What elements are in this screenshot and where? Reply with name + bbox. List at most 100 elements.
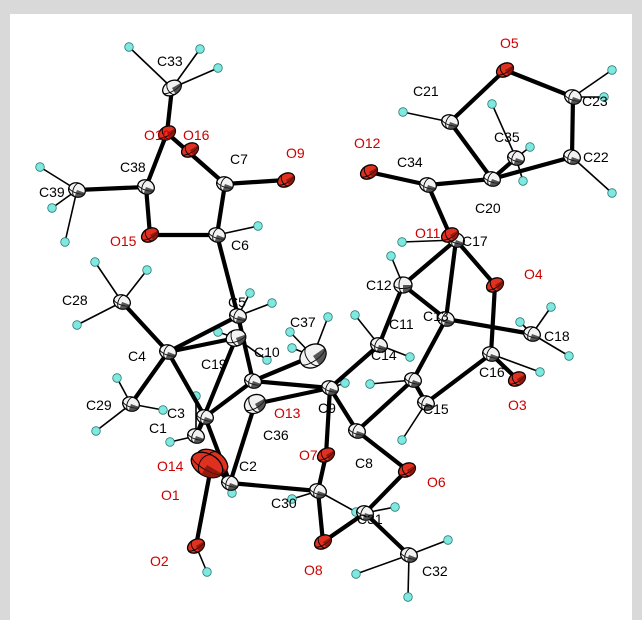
atom-label-o12: O12 (354, 135, 381, 151)
atom-c37 (299, 343, 327, 369)
hydrogen-atom (195, 44, 205, 54)
hydrogen-atom (287, 494, 297, 504)
bond-C6-C5 (214, 232, 241, 319)
atom-c34 (419, 177, 437, 193)
atom-label-c39: C39 (39, 184, 65, 200)
atom-label-c7: C7 (230, 151, 248, 167)
bond-O5-C23 (502, 67, 576, 100)
bond-C15-C16 (423, 351, 494, 406)
atom-octant (143, 187, 154, 195)
atom-octant (569, 157, 580, 165)
bond-O11-C34 (425, 182, 453, 238)
atom-label-c34: C34 (397, 154, 423, 170)
atom-octant (201, 465, 222, 478)
atom-o5 (495, 62, 515, 78)
atom-octant (235, 316, 246, 324)
atom-label-c6: C6 (231, 237, 249, 253)
atom-label-c28: C28 (62, 292, 88, 308)
atom-label-o10: O10 (144, 127, 171, 143)
atom-o6 (397, 462, 417, 478)
bond-C13-C18 (443, 316, 535, 337)
atom-c39 (68, 182, 86, 198)
atom-label-o14: O14 (157, 458, 184, 474)
hydrogen-atom (365, 379, 375, 389)
bond-C4-C29 (128, 349, 171, 407)
atom-octant (202, 417, 213, 425)
atom-c36 (243, 393, 267, 415)
atom-label-c23: C23 (582, 93, 608, 109)
hydrogen-atom (535, 367, 545, 377)
atom-label-c32: C32 (422, 563, 448, 579)
atom-o12 (359, 164, 379, 180)
h-bond-C39 (64, 189, 78, 243)
atom-octant (425, 185, 436, 193)
atom-label-c11: C11 (389, 316, 414, 332)
hydrogen-atom (158, 405, 168, 415)
atom-c14 (404, 372, 422, 388)
atom-c2 (221, 475, 239, 491)
hydrogen-atom (351, 569, 361, 579)
bond-C20-C22 (489, 154, 575, 182)
atom-label-o15: O15 (110, 233, 137, 249)
atom-label-c19: C19 (201, 356, 227, 372)
atom-octant (313, 347, 327, 366)
atom-label-c31: C31 (357, 511, 383, 527)
bond-C31-C32 (362, 510, 412, 558)
atom-label-c22: C22 (583, 149, 609, 165)
bond-C7-O9 (222, 177, 289, 187)
atom-c15 (417, 395, 435, 411)
atom-octant (250, 381, 261, 389)
hydrogen-atom (202, 567, 212, 577)
h-bond-C22 (571, 156, 613, 194)
atom-o16 (180, 142, 200, 158)
bond-C9-O7 (323, 385, 333, 458)
atom-octant (286, 175, 295, 186)
hydrogen-atom (564, 351, 574, 361)
atom-octant (236, 334, 246, 346)
h-bond-C28 (76, 301, 123, 326)
atom-c4 (159, 344, 177, 360)
atom-o7 (316, 447, 336, 463)
atom-octant (172, 83, 182, 95)
bond-O6-C8 (354, 428, 410, 473)
atom-label-c2: C2 (239, 458, 257, 474)
atom-label-c33: C33 (157, 53, 183, 69)
hydrogen-atom (546, 302, 556, 312)
atom-octant (255, 398, 266, 412)
atom-octant (505, 65, 514, 76)
atom-c3 (196, 409, 214, 425)
hydrogen-atom (405, 352, 415, 362)
hydrogen-atom (91, 426, 101, 436)
atom-c9 (321, 380, 339, 396)
atom-c33 (162, 79, 182, 97)
atom-octant (443, 319, 454, 327)
hydrogen-atom (390, 502, 400, 512)
hydrogen-atom (285, 327, 295, 337)
atom-octant (517, 374, 526, 385)
hydrogen-atom (262, 355, 272, 365)
atom-label-o13: O13 (274, 405, 301, 421)
atom-c29 (122, 396, 140, 412)
atom-label-c38: C38 (120, 159, 146, 175)
hydrogen-atom (90, 257, 100, 267)
atom-label-o9: O9 (286, 145, 305, 161)
atom-octant (323, 537, 332, 548)
atom-label-c15: C15 (423, 401, 449, 417)
atom-c12 (393, 276, 413, 294)
hydrogen-atom (213, 63, 223, 73)
atom-label-c20: C20 (475, 200, 501, 216)
hydrogen-atom (398, 107, 408, 117)
bond-C38-O15 (143, 184, 153, 238)
atom-octant (326, 450, 335, 461)
atom-label-o7: O7 (299, 447, 318, 463)
hydrogen-atom (443, 535, 453, 545)
atom-label-c5: C5 (228, 294, 246, 310)
hydrogen-atom (245, 288, 255, 298)
atom-c19 (225, 329, 247, 347)
bond-C30-O8 (315, 488, 326, 545)
atom-c20 (483, 171, 501, 187)
hydrogen-atom (350, 310, 360, 320)
atom-o11 (440, 227, 460, 243)
